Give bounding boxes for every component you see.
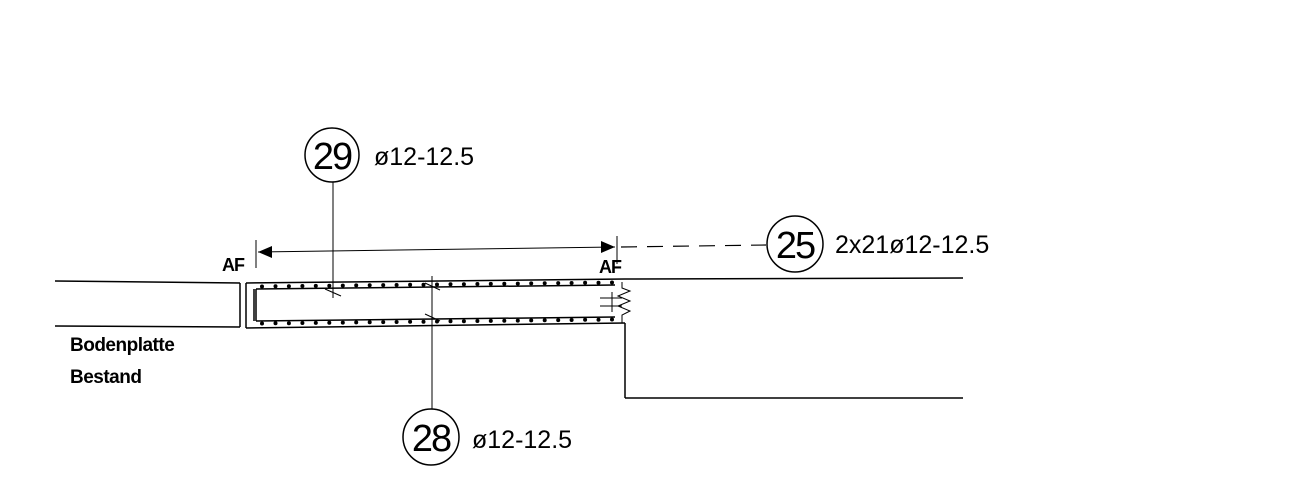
rebar-dot: [583, 280, 588, 285]
dimension-line: [255, 236, 767, 268]
rebar-dot: [313, 283, 318, 288]
rebar-dot: [273, 284, 278, 289]
rebar-dots-bottom: [260, 317, 614, 326]
leader-lines: [324, 180, 441, 410]
callout-28-number: 28: [412, 418, 451, 460]
callout-28: 28 ø12-12.5: [402, 408, 572, 466]
rebar-dot: [354, 283, 359, 288]
new-slab-outline: [245, 277, 964, 399]
rebar-dot: [583, 317, 588, 322]
rebar-dot: [475, 282, 480, 286]
rebar-dot: [515, 318, 520, 323]
rebar-dot: [286, 284, 291, 289]
rebar-dot: [502, 318, 507, 323]
rebar-dot: [340, 320, 345, 325]
rebar-dot: [300, 284, 305, 288]
callout-29-spec: ø12-12.5: [374, 143, 474, 171]
rebar-dot: [502, 281, 507, 286]
rebar-dot: [610, 317, 614, 322]
rebar-cage: [253, 284, 622, 322]
af-marker-right: AF: [599, 257, 622, 277]
rebar-dot: [569, 281, 574, 285]
break-line: [616, 282, 632, 323]
rebar-dot: [273, 321, 278, 326]
rebar-dot: [327, 283, 332, 288]
rebar-dot: [260, 284, 264, 289]
rebar-dot: [569, 318, 574, 322]
existing-slab-label-line2: Bestand: [70, 367, 141, 388]
rebar-dot: [381, 320, 386, 325]
rebar-dot: [529, 318, 534, 323]
callout-29: 29 ø12-12.5: [304, 127, 474, 183]
af-marker-left: AF: [222, 255, 245, 275]
rebar-dot: [421, 282, 426, 287]
rebar-dot: [556, 318, 561, 323]
existing-slab-label-line1: Bodenplatte: [70, 335, 174, 356]
rebar-dot: [515, 281, 520, 286]
rebar-dot: [529, 281, 534, 286]
rebar-dot: [435, 282, 439, 287]
callout-29-number: 29: [313, 136, 352, 178]
rebar-dot: [448, 319, 453, 324]
rebar-dot: [300, 321, 305, 325]
rebar-dot: [394, 283, 399, 287]
rebar-dot: [421, 319, 426, 324]
rebar-dot: [488, 281, 493, 286]
rebar-dot: [381, 283, 386, 288]
rebar-dots-top: [260, 280, 614, 289]
rebar-dot: [327, 320, 332, 325]
rebar-dot: [408, 319, 413, 324]
rebar-dot: [448, 282, 453, 287]
callout-25-number: 25: [776, 225, 815, 267]
rebar-dot: [340, 283, 345, 288]
rebar-dot: [354, 320, 359, 325]
rebar-dot: [596, 317, 601, 322]
rebar-dot: [394, 320, 399, 324]
rebar-dot: [596, 280, 601, 285]
rebar-dot: [488, 318, 493, 323]
callout-25: 25 2x21ø12-12.5: [766, 215, 989, 273]
callout-25-spec: 2x21ø12-12.5: [835, 231, 989, 259]
rebar-dot: [610, 280, 614, 285]
rebar-dot: [475, 319, 480, 323]
rebar-dot: [286, 321, 291, 326]
rebar-dot: [542, 281, 547, 286]
rebar-dot: [260, 321, 264, 326]
rebar-dot: [461, 319, 466, 324]
rebar-dot: [408, 282, 413, 287]
rebar-dot: [461, 282, 466, 287]
rebar-dot: [556, 281, 561, 286]
rebar-dot: [313, 320, 318, 325]
rebar-dot: [367, 283, 372, 288]
callout-28-spec: ø12-12.5: [472, 426, 572, 454]
rebar-dot: [367, 320, 372, 325]
rebar-dot: [542, 318, 547, 323]
existing-slab: [54, 280, 247, 328]
